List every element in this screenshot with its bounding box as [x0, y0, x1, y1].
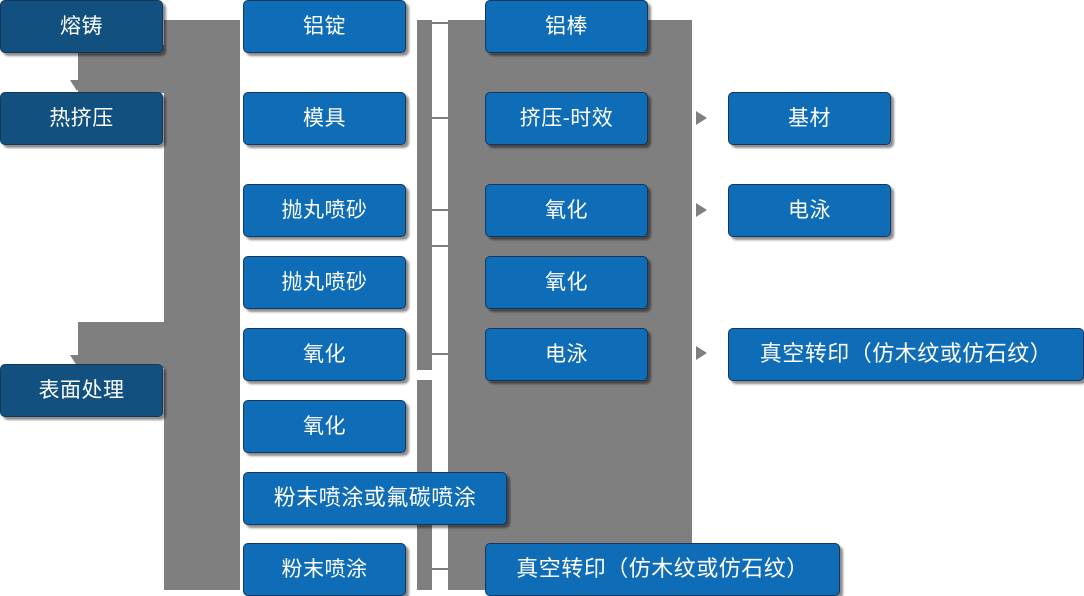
tick-treatment-5 — [432, 353, 450, 355]
stage-node-melting-casting[interactable]: 熔铸 — [0, 0, 163, 53]
stage-node-surface-treatment[interactable]: 表面处理 — [0, 364, 163, 417]
operation-node-aluminium-ingot[interactable]: 铝锭 — [243, 0, 406, 53]
connector-operation-to-treatment-bar-left — [417, 20, 432, 370]
connector-treatment-to-output-trunk — [648, 20, 692, 590]
operation-node-powder-coating[interactable]: 粉末喷涂 — [243, 543, 406, 596]
tick-treatment-1 — [432, 22, 450, 24]
connector-arrow-down-to-hot-extrusion — [70, 80, 84, 91]
treatment-node-extrusion-aging[interactable]: 挤压-时效 — [485, 92, 648, 145]
connector-stage-to-operation-branch-top — [78, 45, 178, 93]
treatment-node-oxidation-1[interactable]: 氧化 — [485, 184, 648, 237]
arrow-to-operation-1 — [222, 20, 233, 34]
treatment-node-aluminium-bar[interactable]: 铝棒 — [485, 0, 648, 53]
stub-surface-treatment — [164, 389, 182, 391]
treatment-node-vacuum-transfer-print[interactable]: 真空转印（仿木纹或仿石纹） — [485, 543, 840, 596]
tick-treatment-2 — [432, 117, 450, 119]
arrow-to-output-2 — [696, 203, 707, 217]
output-node-electrophoresis[interactable]: 电泳 — [728, 184, 891, 237]
connector-stage-to-operation-branch-bottom — [78, 322, 178, 368]
arrow-to-operation-6 — [222, 420, 233, 434]
arrow-to-operation-3 — [222, 204, 233, 218]
tick-treatment-4 — [432, 245, 450, 247]
arrow-to-operation-8 — [222, 564, 233, 578]
arrow-to-operation-2 — [222, 104, 233, 118]
arrow-to-operation-5 — [222, 348, 233, 362]
output-node-base-material[interactable]: 基材 — [728, 92, 891, 145]
arrow-to-operation-4 — [222, 276, 233, 290]
connector-arrow-down-to-surface-treatment — [70, 355, 84, 366]
arrow-to-operation-7 — [222, 492, 233, 506]
tick-treatment-3 — [432, 209, 450, 211]
treatment-node-oxidation-2[interactable]: 氧化 — [485, 256, 648, 309]
arrow-to-output-1 — [696, 111, 707, 125]
treatment-node-electrophoresis[interactable]: 电泳 — [485, 328, 648, 381]
output-node-vacuum-transfer-print[interactable]: 真空转印（仿木纹或仿石纹） — [728, 328, 1084, 381]
operation-node-mould[interactable]: 模具 — [243, 92, 406, 145]
operation-node-shot-blasting-1[interactable]: 抛丸喷砂 — [243, 184, 406, 237]
operation-node-powder-or-fluorocarbon-coating[interactable]: 粉末喷涂或氟碳喷涂 — [243, 472, 507, 525]
operation-node-oxidation-1[interactable]: 氧化 — [243, 328, 406, 381]
operation-node-oxidation-2[interactable]: 氧化 — [243, 400, 406, 453]
tick-treatment-6 — [432, 568, 450, 570]
arrow-to-output-3 — [696, 346, 707, 360]
stage-node-hot-extrusion[interactable]: 热挤压 — [0, 92, 163, 145]
operation-node-shot-blasting-2[interactable]: 抛丸喷砂 — [243, 256, 406, 309]
